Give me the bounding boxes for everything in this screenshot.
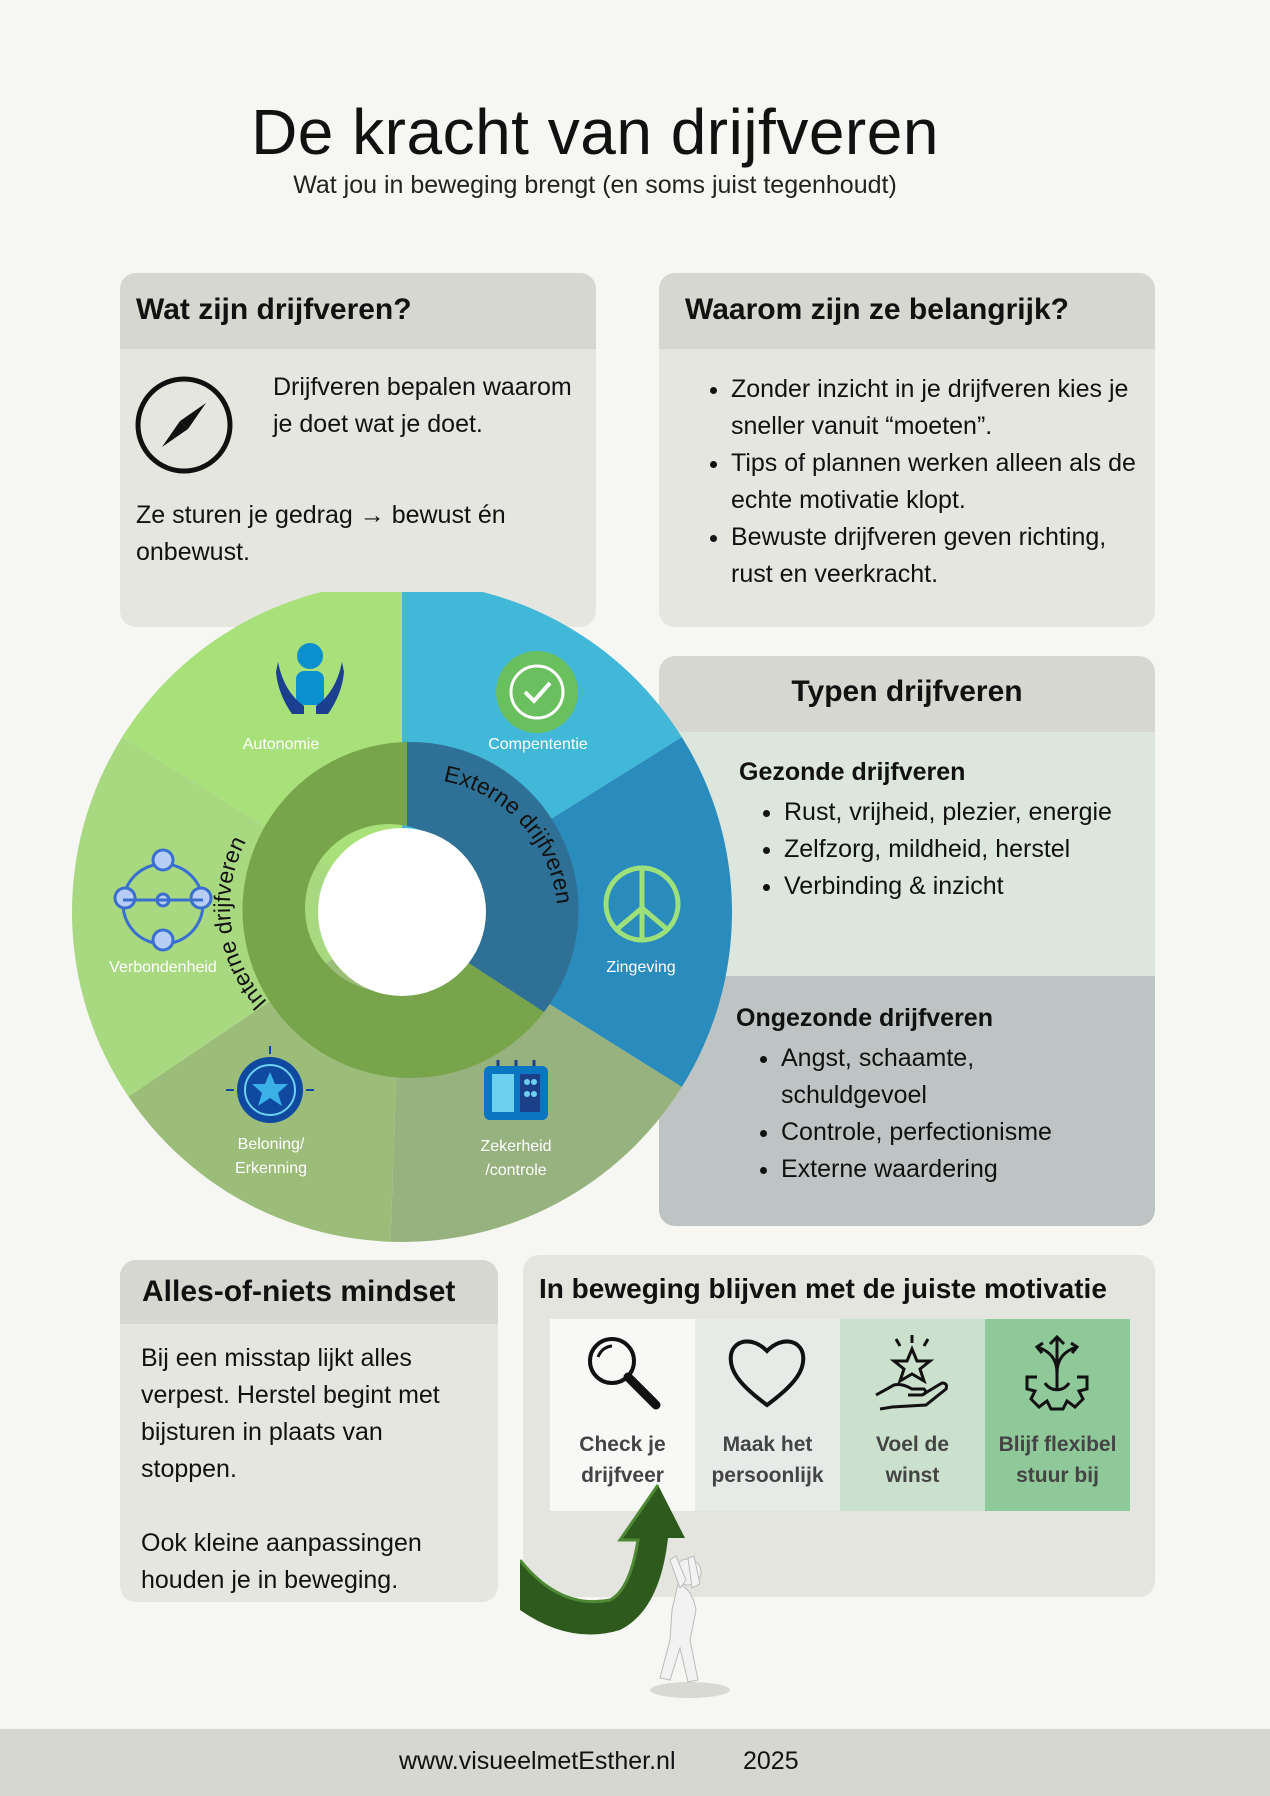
list-item: Zonder inzicht in je drijfveren kies je … — [731, 371, 1137, 445]
list-item: Tips of plannen werken alleen als de ech… — [731, 445, 1137, 519]
card-in-beweging: In beweging blijven met de juiste motiva… — [523, 1255, 1155, 1597]
star-hand-icon — [875, 1335, 948, 1411]
card-heading: Alles-of-niets mindset — [120, 1260, 498, 1324]
list-item: Bewuste drijfveren geven richting, rust … — [731, 519, 1137, 593]
unhealthy-title: Ongezonde drijfveren — [736, 1004, 993, 1032]
segment-label-autonomie: Autonomie — [243, 736, 320, 753]
waarom-list: Zonder inzicht in je drijfveren kies je … — [659, 371, 1155, 593]
star-medal-icon — [226, 1046, 314, 1123]
gear-arrows-icon — [1025, 1334, 1089, 1411]
unhealthy-list: Angst, schaamte, schuldgevoel Controle, … — [736, 1040, 1111, 1188]
growth-arrow-figure-illustration — [520, 1484, 730, 1698]
footer-year: 2025 — [743, 1747, 799, 1775]
list-item: Controle, perfectionisme — [781, 1114, 1111, 1151]
list-item: Zelfzorg, mildheid, herstel — [784, 831, 1114, 868]
card-heading: Wat zijn drijfveren? — [120, 273, 596, 349]
card-heading: Waarom zijn ze belangrijk? — [659, 273, 1155, 349]
network-people-icon — [113, 848, 213, 952]
segment-label-erkenning: Erkenning — [235, 1160, 307, 1177]
card-heading: In beweging blijven met de juiste motiva… — [539, 1273, 1107, 1304]
peace-icon — [603, 865, 681, 943]
unhealthy-panel: Ongezonde drijfveren Angst, schaamte, sc… — [659, 976, 1155, 1226]
page-subtitle: Wat jou in beweging brengt (en soms juis… — [293, 171, 897, 199]
card-waarom-belangrijk: Waarom zijn ze belangrijk? Zonder inzich… — [659, 273, 1155, 627]
healthy-list: Rust, vrijheid, plezier, energie Zelfzor… — [739, 794, 1114, 905]
card-alles-of-niets: Alles-of-niets mindset Bij een misstap l… — [120, 1260, 498, 1602]
wheel-center — [318, 828, 486, 996]
healthy-title: Gezonde drijfveren — [739, 758, 966, 786]
compass-icon — [135, 376, 233, 474]
hands-person-icon — [276, 643, 344, 714]
segment-label-compententie: Compententie — [488, 736, 588, 753]
segment-label-controle: /controle — [485, 1162, 546, 1179]
list-item: Rust, vrijheid, plezier, energie — [784, 794, 1114, 831]
segment-label-zekerheid: Zekerheid — [480, 1138, 551, 1155]
wat-text-behaviour: Ze sturen je gedrag → bewust én onbewust… — [136, 501, 506, 566]
wheel-segment-verbondenheid — [72, 737, 403, 1097]
segment-label-beloning: Beloning/ — [238, 1136, 305, 1153]
inner-ring-extern — [407, 741, 579, 1012]
circuit-chip-icon — [484, 1060, 548, 1120]
segment-label-zingeving: Zingeving — [606, 959, 675, 976]
card-typen-drijfveren: Gezonde drijfveren Rust, vrijheid, plezi… — [659, 656, 1155, 1226]
footer: www.visueelmetEsther.nl 2025 — [0, 1729, 1270, 1796]
alles-para-1: Bij een misstap lijkt alles verpest. Her… — [141, 1344, 440, 1483]
alles-text: Bij een misstap lijkt alles verpest. Her… — [141, 1340, 481, 1599]
list-item: Externe waardering — [781, 1151, 1111, 1188]
footer-website[interactable]: www.visueelmetEsther.nl — [399, 1747, 676, 1775]
list-item: Angst, schaamte, schuldgevoel — [781, 1040, 1111, 1114]
wat-text-definition: Drijfveren bepalen waarom je doet wat je… — [273, 373, 572, 438]
card-wat-zijn-drijfveren: Wat zijn drijfveren? Drijfveren bepalen … — [120, 273, 596, 627]
drijfveren-wheel: Interne drijfveren Externe drijfveren — [72, 592, 732, 1242]
list-item: Verbinding & inzicht — [784, 868, 1114, 905]
checkmark-badge-icon — [496, 651, 578, 733]
segment-label-verbondenheid: Verbondenheid — [109, 959, 217, 976]
alles-para-2: Ook kleine aanpassingen houden je in bew… — [141, 1529, 422, 1594]
healthy-panel: Gezonde drijfveren Rust, vrijheid, plezi… — [659, 730, 1155, 980]
magnifier-icon — [588, 1337, 661, 1410]
inner-ring-intern — [242, 742, 544, 1078]
page-title: De kracht van drijfveren — [251, 96, 939, 168]
card-heading: Typen drijfveren — [659, 656, 1155, 732]
heart-icon — [728, 1339, 806, 1408]
